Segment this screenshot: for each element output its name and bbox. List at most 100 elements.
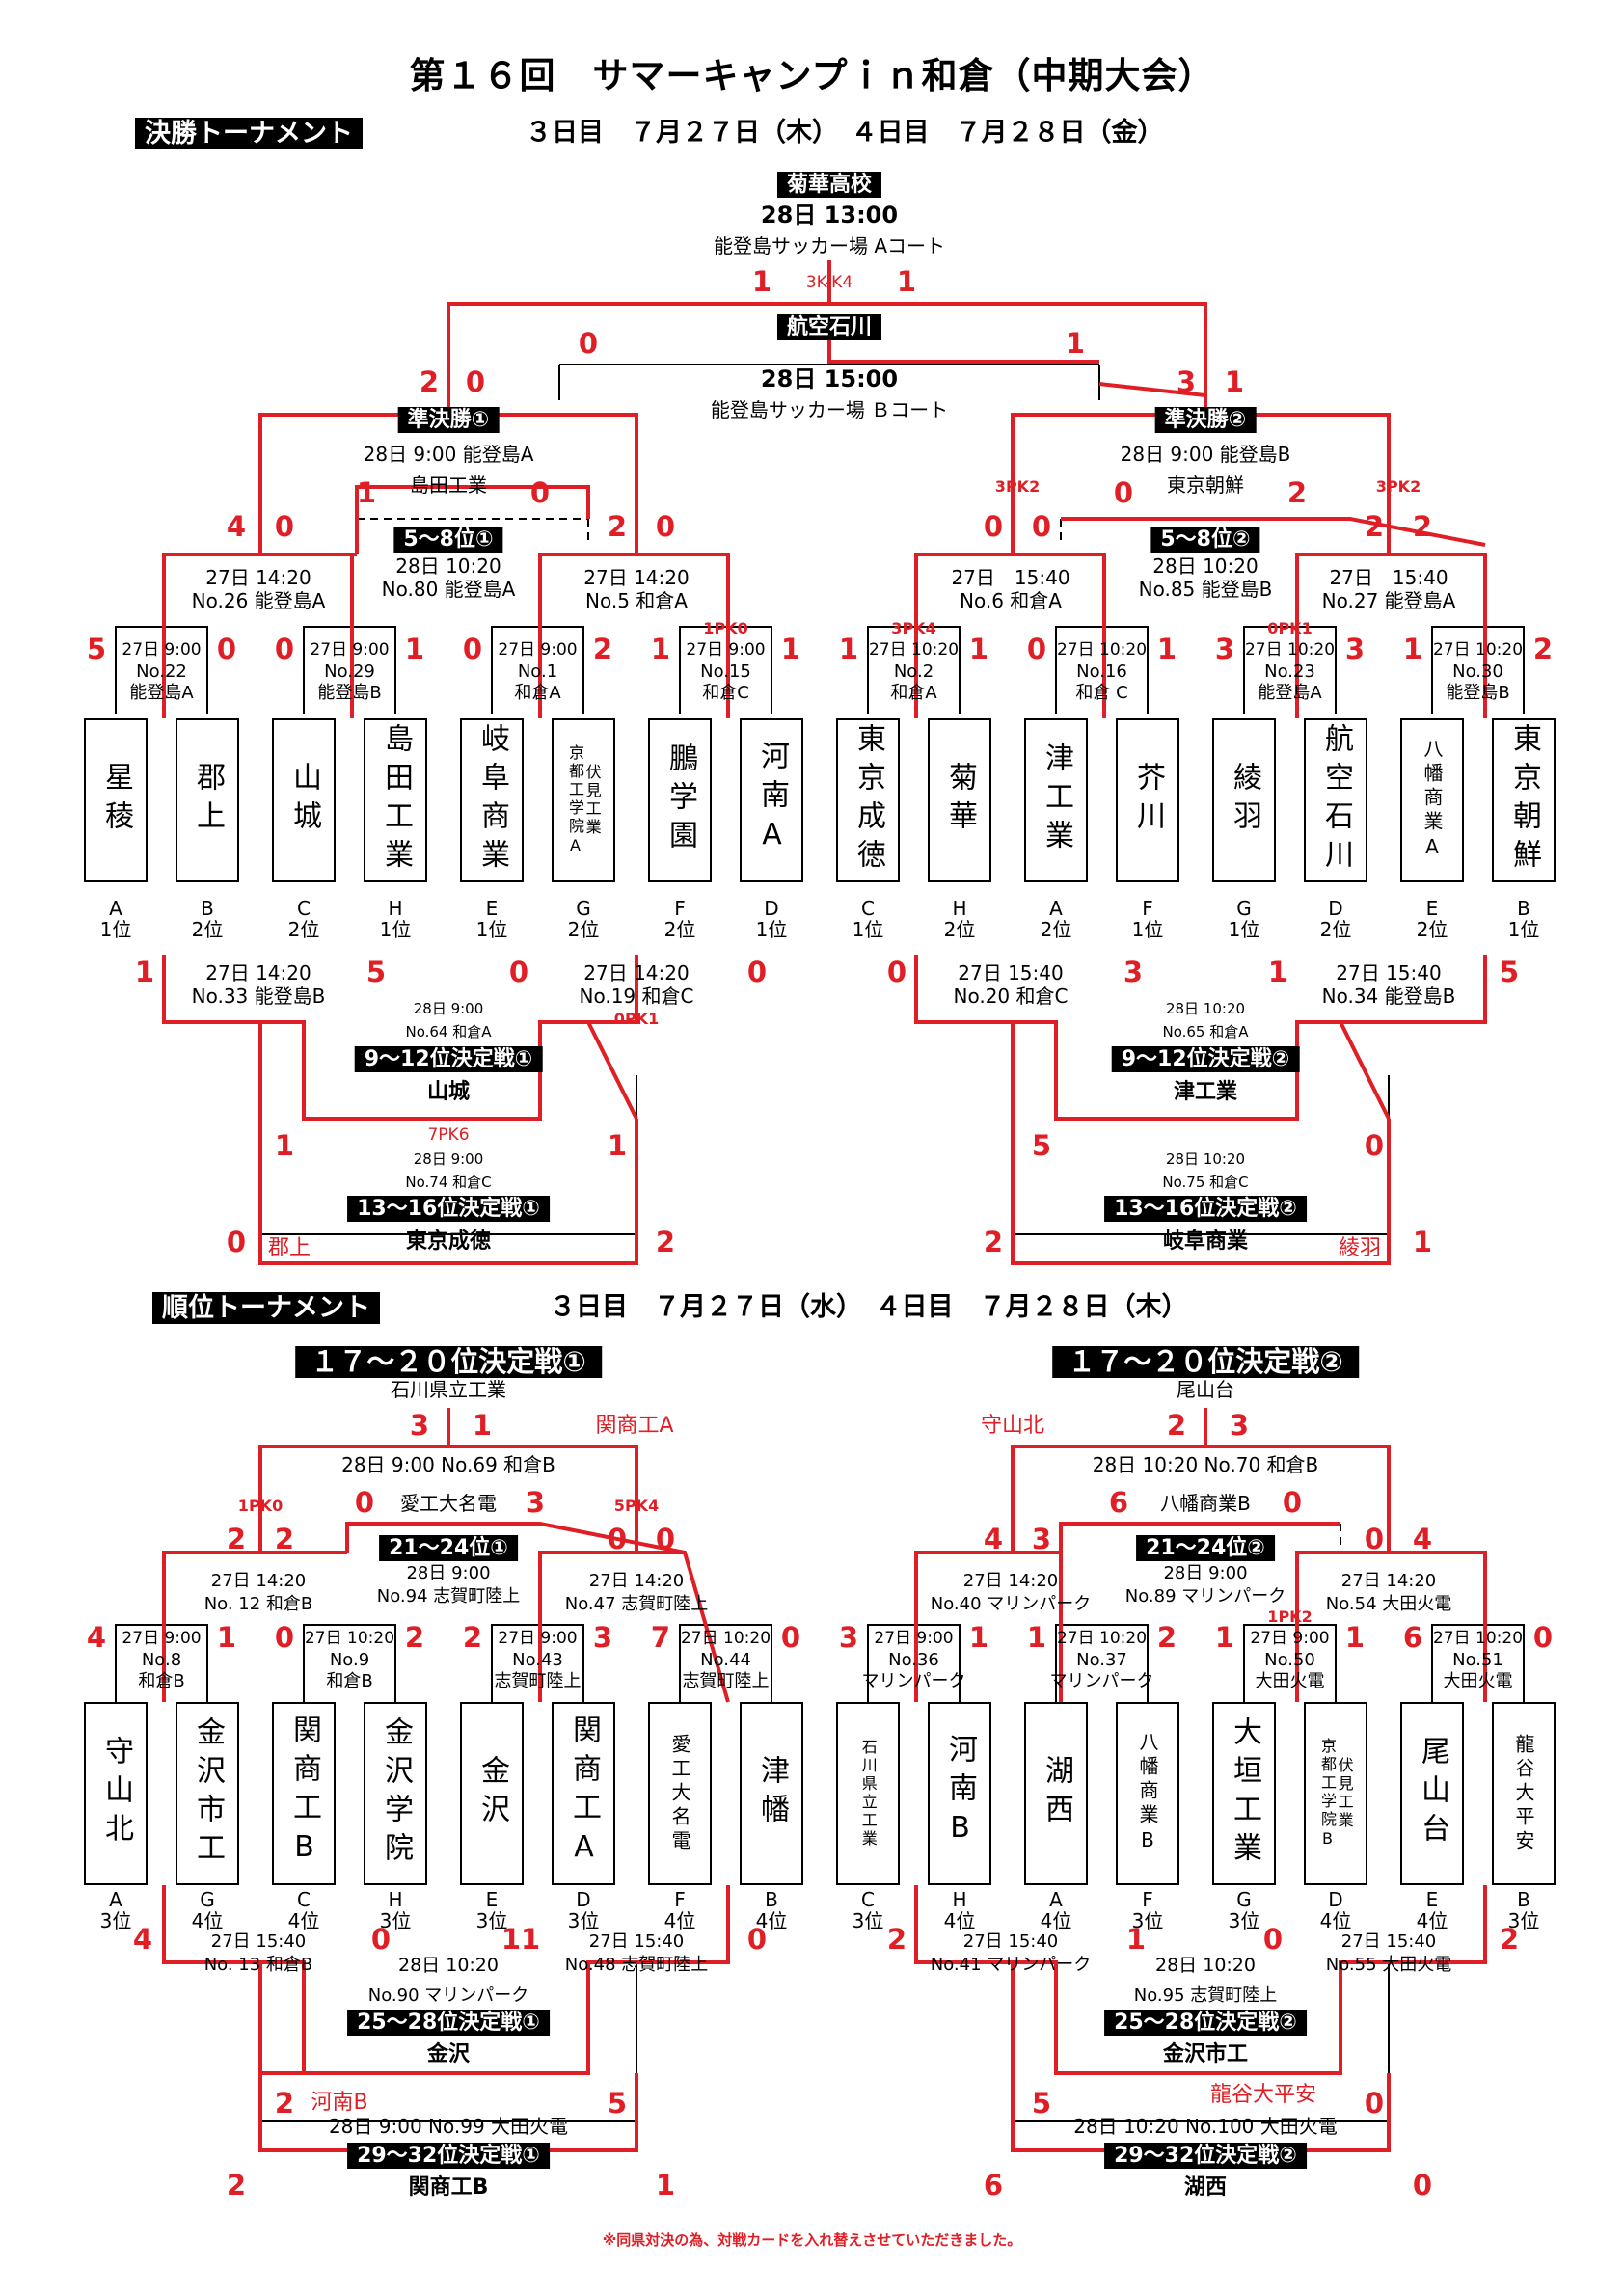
lower1-no: No.33 能登島B (191, 985, 326, 1008)
rlower3-sl: 2 (886, 1923, 907, 1956)
final-r1-score-left: 0 (274, 633, 295, 665)
p912a-pk: 7PK6 (427, 1125, 470, 1145)
final-r1-score-right: 1 (404, 633, 425, 665)
final-r1-score-left: 3 (1214, 633, 1235, 665)
rank-team-name: 湖西 (1040, 1755, 1073, 1832)
final-r1-no: No.15 (700, 662, 751, 682)
rank-team-name: 愛工大名電 (668, 1733, 691, 1854)
p2932a-label: 29～32位決定戦① (347, 2143, 550, 2170)
p58a-no: No.80 能登島A (381, 578, 516, 601)
final-r1-pk: 0PK1 (1267, 619, 1313, 637)
qf1-score-r: 0 (274, 510, 295, 543)
p1720a-winner: 石川県立工業 (391, 1378, 506, 1401)
qf1-score-l: 4 (226, 510, 247, 543)
rank-team-rank: 3位 (567, 1909, 600, 1932)
p1316a-time: 28日 9:00 (413, 1150, 484, 1168)
rank-team-seed: H (388, 1888, 403, 1911)
p58a-time: 28日 10:20 (395, 554, 501, 578)
final-r1-score-left: 0 (1026, 633, 1047, 665)
p2932b-sr2: 0 (1412, 2169, 1433, 2201)
sf1-score-l: 2 (419, 365, 440, 398)
p2124b-winner: 八幡商業B (1160, 1492, 1251, 1515)
p912b-label: 9～12位決定戦② (1111, 1046, 1300, 1073)
rank-team-name: 石川県立工業 (858, 1739, 878, 1849)
final-r1-time: 27日 9:00 (498, 640, 578, 660)
p2124b-no: No.89 マリンパーク (1124, 1586, 1286, 1607)
final-team-name: 綾羽 (1228, 762, 1261, 839)
lower3-sr: 3 (1123, 956, 1144, 988)
p2528a-winner: 金沢 (426, 2042, 471, 2066)
rank-r1-venue: 志賀町陸上 (494, 1671, 582, 1691)
final-r1-no: No.2 (893, 662, 934, 682)
final-team-name: 八幡商業A (1421, 738, 1444, 863)
lower4-time: 27日 15:40 (1336, 961, 1442, 985)
rlower2-no: No.48 志賀町陸上 (564, 1955, 709, 1975)
rlower3-no: No.41 マリンパーク (930, 1955, 1092, 1975)
final-team-seed: E (1425, 897, 1439, 920)
p1720a-sr: 1 (472, 1409, 493, 1442)
rank-team-box: 龍谷大平安 (1492, 1702, 1556, 1885)
p2932a-side: 河南B (311, 2091, 368, 2115)
final-r1-pk: 1PK0 (703, 619, 748, 637)
final-r1-score-right: 3 (1344, 633, 1366, 665)
rlower4-sl: 0 (1262, 1923, 1284, 1956)
qf3-time: 27日 15:40 (951, 566, 1070, 589)
final-r1-time: 27日 10:20 (868, 640, 960, 660)
final-r1-time: 27日 9:00 (122, 640, 202, 660)
rqf1-sr: 2 (274, 1523, 295, 1555)
rank-r1-venue: 大田火電 (1255, 1671, 1325, 1691)
rank-team-rank: 3位 (475, 1909, 508, 1932)
final-team-rank: 1位 (755, 918, 788, 941)
rank-r1-no: No.8 (141, 1650, 182, 1670)
final-team-box: 鵬学園 (648, 718, 712, 882)
p1720b-sr: 3 (1229, 1409, 1250, 1442)
final-team-box: 東京成徳 (836, 718, 900, 882)
final-team-box: 航空石川 (1304, 718, 1367, 882)
p58b-time: 28日 10:20 (1152, 554, 1259, 578)
final-team-seed: A (1049, 897, 1063, 920)
final-r1-score-left: 1 (838, 633, 859, 665)
p2528b-time: 28日 10:20 (1155, 1955, 1256, 1976)
final-team-seed: C (297, 897, 311, 920)
p1720b-side: 守山北 (980, 1414, 1045, 1438)
p1720a-sl: 3 (409, 1409, 430, 1442)
p2124a-no: No.94 志賀町陸上 (376, 1586, 521, 1607)
p912a-label: 9～12位決定戦① (354, 1046, 543, 1073)
rank-r1-score-right: 3 (592, 1621, 613, 1654)
rank-team-seed: D (1328, 1888, 1343, 1911)
lower1-time: 27日 14:20 (205, 961, 311, 985)
rank-team-name: 龍谷大平安 (1512, 1733, 1535, 1854)
p912b-sl: 5 (1031, 1129, 1052, 1162)
lower1-sr: 5 (365, 956, 387, 988)
rank-team-box: 大垣工業 (1212, 1702, 1276, 1885)
p1720a-side: 関商工A (595, 1414, 674, 1438)
rqf2-no: No.47 志賀町陸上 (564, 1594, 709, 1614)
rank-r1-venue: 志賀町陸上 (682, 1671, 770, 1691)
page-title: 第１６回 サマーキャンプｉｎ和倉（中期大会） (409, 55, 1215, 96)
rank-team-rank: 4位 (191, 1909, 224, 1932)
p2932a-sl2: 2 (226, 2169, 247, 2201)
rqf1-time: 27日 14:20 (210, 1571, 307, 1591)
p1316a-label: 13～16位決定戦① (347, 1196, 550, 1223)
lower3-no: No.20 和倉C (953, 985, 1069, 1008)
rank-r1-venue: 和倉B (326, 1671, 373, 1691)
final-team-rank: 1位 (1131, 918, 1164, 941)
p1720b-sl: 2 (1166, 1409, 1187, 1442)
p58a-score-r: 0 (529, 476, 551, 509)
final-team-alt-name: 伏見工業 (582, 764, 602, 837)
rank-r1-pk: 1PK2 (1267, 1607, 1313, 1626)
rqf2-time: 27日 14:20 (588, 1571, 685, 1591)
final-team-box: 山城 (272, 718, 336, 882)
final-r1-score-left: 1 (650, 633, 671, 665)
rank-team-box: 関商工B (272, 1702, 336, 1885)
final-team-rank: 2位 (1319, 918, 1352, 941)
rank-r1-no: No.51 (1452, 1650, 1503, 1670)
lower1-sl: 1 (134, 956, 155, 988)
rank-r1-time: 27日 10:20 (1432, 1629, 1524, 1648)
rank-team-rank: 3位 (1507, 1909, 1540, 1932)
lower2-time: 27日 14:20 (583, 961, 690, 985)
rank-team-rank: 4位 (1040, 1909, 1072, 1932)
rank-r1-score-left: 0 (274, 1621, 295, 1654)
lower3-time: 27日 15:40 (958, 961, 1064, 985)
qf1-no: No.26 能登島A (191, 589, 326, 612)
